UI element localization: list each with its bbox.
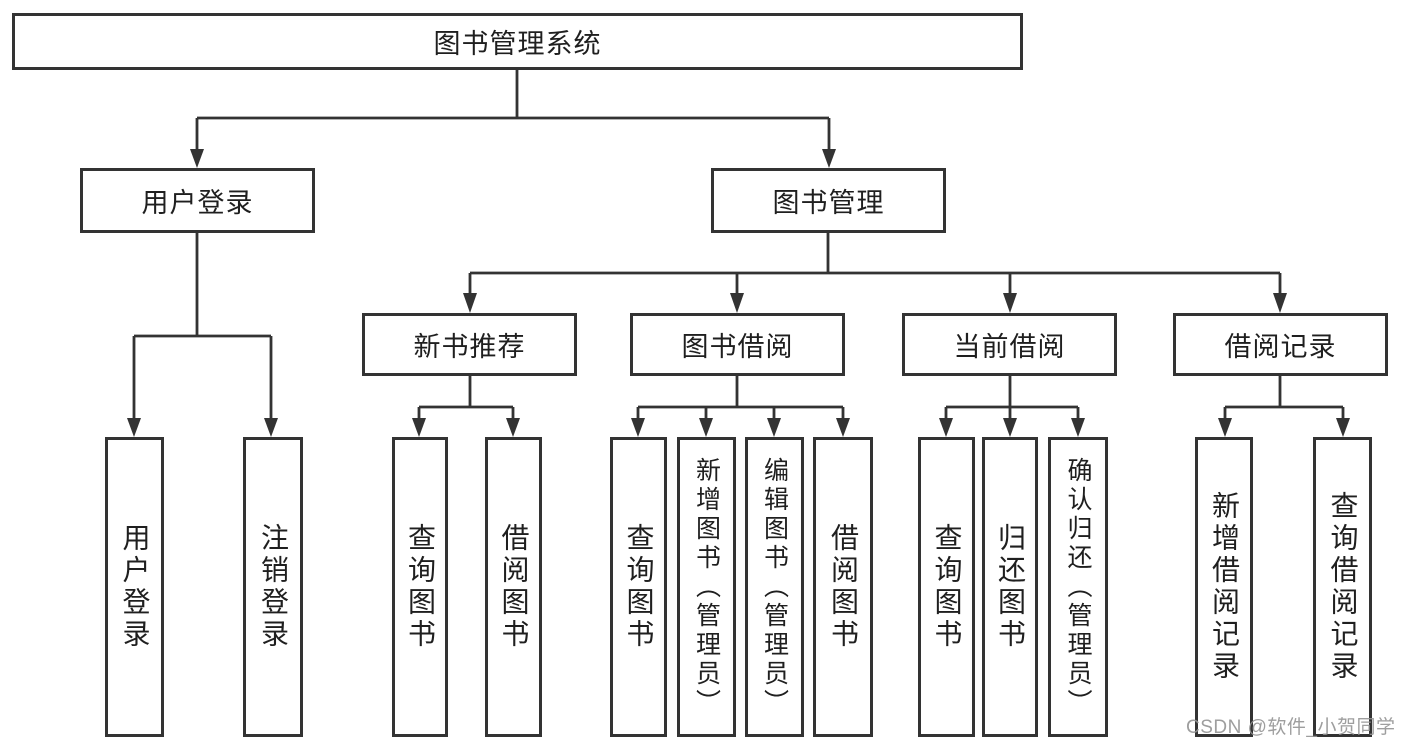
node-borrow-record: 借阅记录 <box>1173 313 1388 376</box>
node-book-borrow: 图书借阅 <box>630 313 845 376</box>
arrowhead-icon <box>730 293 744 313</box>
connector-current-to-children <box>939 376 1085 437</box>
node-current-borrow: 当前借阅 <box>902 313 1117 376</box>
arrowhead-icon <box>463 293 477 313</box>
node-root-label: 图书管理系统 <box>433 29 602 59</box>
node-leaf-bb-edit-book-admin: 编辑图书（管理员） <box>745 437 804 737</box>
connector-newbook-to-children <box>412 376 520 437</box>
connector-line <box>636 376 845 419</box>
node-new-book-recommend: 新书推荐 <box>362 313 577 376</box>
node-book-borrow-label: 图书借阅 <box>681 332 794 362</box>
node-user-login: 用户登录 <box>80 168 315 233</box>
node-leaf-cb-confirm-return-admin: 确认归还（管理员） <box>1048 437 1108 737</box>
arrowhead-icon <box>822 149 836 168</box>
arrowhead-icon <box>699 418 713 437</box>
arrowhead-icon <box>190 149 204 168</box>
connector-root-to-level2 <box>190 70 836 168</box>
arrowhead-icon <box>631 418 645 437</box>
node-borrow-record-label: 借阅记录 <box>1224 332 1337 362</box>
arrowhead-icon <box>1003 293 1017 313</box>
node-leaf-bb-edit-book-admin-label: 编辑图书（管理员） <box>760 456 789 718</box>
arrowhead-icon <box>939 418 953 437</box>
node-leaf-nb-query-book: 查询图书 <box>392 437 448 737</box>
arrowhead-icon <box>1273 293 1287 313</box>
connector-line <box>132 233 273 419</box>
node-leaf-nb-query-book-label: 查询图书 <box>405 523 436 651</box>
node-book-management-label: 图书管理 <box>772 188 885 218</box>
arrowhead-icon <box>1071 418 1085 437</box>
arrowhead-icon <box>836 418 850 437</box>
node-leaf-user-login-label: 用户登录 <box>119 523 151 651</box>
arrowhead-icon <box>1336 418 1350 437</box>
node-user-login-label: 用户登录 <box>141 188 254 218</box>
node-leaf-cb-return-book: 归还图书 <box>982 437 1038 737</box>
node-new-book-recommend-label: 新书推荐 <box>413 332 526 362</box>
node-leaf-bb-borrow-book: 借阅图书 <box>813 437 873 737</box>
node-leaf-cb-query-book-label: 查询图书 <box>931 523 963 651</box>
arrowhead-icon <box>412 418 426 437</box>
node-leaf-br-query-record: 查询借阅记录 <box>1313 437 1372 737</box>
arrowhead-icon <box>1003 418 1017 437</box>
node-leaf-br-add-record: 新增借阅记录 <box>1195 437 1253 737</box>
node-leaf-nb-borrow-book: 借阅图书 <box>485 437 542 737</box>
node-leaf-cb-return-book-label: 归还图书 <box>995 523 1026 651</box>
node-leaf-logout-label: 注销登录 <box>258 523 289 651</box>
connector-record-to-children <box>1218 376 1350 437</box>
node-current-borrow-label: 当前借阅 <box>953 332 1066 362</box>
connector-userlogin-to-children <box>127 233 278 437</box>
connector-line <box>417 376 515 419</box>
node-leaf-br-add-record-label: 新增借阅记录 <box>1209 491 1240 683</box>
connector-line <box>1223 376 1345 419</box>
arrowhead-icon <box>1218 418 1232 437</box>
arrowhead-icon <box>127 418 141 437</box>
node-leaf-nb-borrow-book-label: 借阅图书 <box>498 523 530 651</box>
csdn-watermark: CSDN @软件_小贺同学 <box>1186 717 1396 738</box>
node-leaf-br-query-record-label: 查询借阅记录 <box>1327 491 1359 683</box>
node-leaf-cb-confirm-return-admin-label: 确认归还（管理员） <box>1064 456 1092 718</box>
connector-borrow-to-children <box>631 376 850 437</box>
node-leaf-bb-add-book-admin-label: 新增图书（管理员） <box>692 456 721 718</box>
arrowhead-icon <box>264 418 278 437</box>
node-root: 图书管理系统 <box>12 13 1023 70</box>
node-leaf-user-login: 用户登录 <box>105 437 164 737</box>
node-leaf-bb-add-book-admin: 新增图书（管理员） <box>677 437 736 737</box>
connector-bookmgmt-to-level3 <box>463 233 1287 313</box>
connector-line <box>944 376 1080 419</box>
arrowhead-icon <box>767 418 781 437</box>
connector-line <box>195 70 831 150</box>
node-leaf-logout: 注销登录 <box>243 437 303 737</box>
node-leaf-bb-borrow-book-label: 借阅图书 <box>828 523 859 651</box>
node-book-management: 图书管理 <box>711 168 946 233</box>
node-leaf-bb-query-book: 查询图书 <box>610 437 667 737</box>
connector-line <box>468 233 1282 294</box>
arrowhead-icon <box>506 418 520 437</box>
node-leaf-bb-query-book-label: 查询图书 <box>623 523 655 651</box>
node-leaf-cb-query-book: 查询图书 <box>918 437 975 737</box>
